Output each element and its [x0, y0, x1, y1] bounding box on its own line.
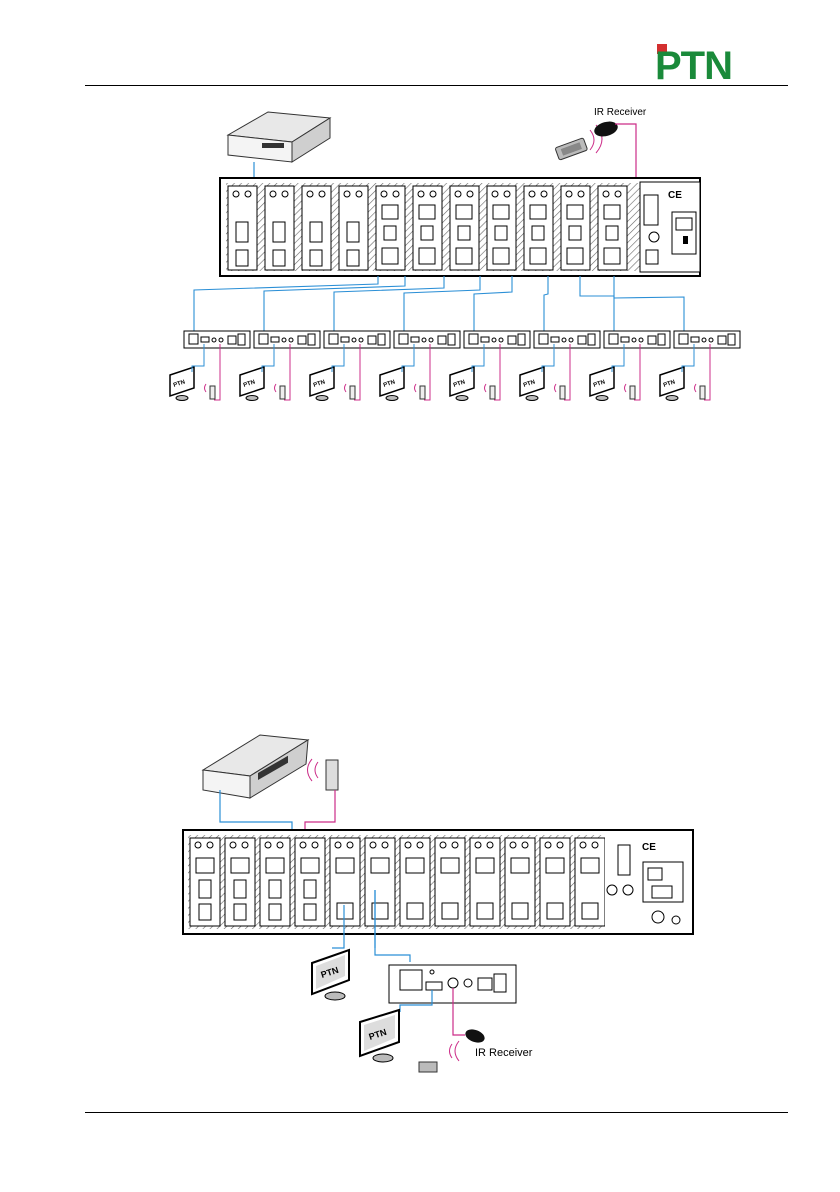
- io-card: [228, 186, 257, 270]
- io-card: [295, 838, 325, 926]
- io-card: [365, 838, 395, 926]
- hdbaset-receiver: PTN: [520, 276, 600, 401]
- tv-display-icon: PTN: [590, 367, 614, 401]
- matrix-chassis-top: CE: [220, 178, 700, 276]
- io-card: [575, 838, 605, 926]
- io-card: [598, 186, 627, 270]
- tv-display-icon: PTN: [170, 367, 194, 401]
- ir-remote-icon: [625, 384, 636, 399]
- io-card: [435, 838, 465, 926]
- io-card: [265, 186, 294, 270]
- dvd-player-icon: [203, 735, 308, 798]
- io-card: [524, 186, 553, 270]
- ir-remote-icon: [308, 759, 339, 790]
- ir-remote-icon: [205, 384, 216, 399]
- io-card: [339, 186, 368, 270]
- io-card: [561, 186, 590, 270]
- io-card: [400, 838, 430, 926]
- io-card: [413, 186, 442, 270]
- ir-remote-icon: [275, 384, 286, 399]
- ir-remote-icon: [555, 384, 566, 399]
- ce-mark-icon: CE: [642, 842, 656, 853]
- ir-remote-icon: [555, 138, 588, 160]
- rs232-port: [644, 195, 658, 225]
- tv-display-icon: PTN: [660, 367, 684, 401]
- tv-display-icon: PTN: [380, 367, 404, 401]
- hdbaset-receiver: PTN: [450, 276, 530, 401]
- ir-remote-icon: [695, 384, 706, 399]
- io-card: [260, 838, 290, 926]
- ir-receiver-label-bottom: IR Receiver: [475, 1047, 533, 1059]
- ir-remote-icon: [345, 384, 356, 399]
- io-card: [225, 838, 255, 926]
- tv-display-icon: PTN: [520, 367, 544, 401]
- io-card: [470, 838, 500, 926]
- io-card: [450, 186, 479, 270]
- ir-remote-icon: [419, 1041, 459, 1072]
- io-card: [540, 838, 570, 926]
- io-card: [190, 838, 220, 926]
- ir-receiver-label-top: IR Receiver: [594, 107, 647, 118]
- io-card: [487, 186, 516, 270]
- ir-in-port: [649, 232, 659, 242]
- io-card: [376, 186, 405, 270]
- tv-display-icon: PTN: [360, 1010, 399, 1062]
- ir-remote-icon: [485, 384, 496, 399]
- tv-display-icon: PTN: [312, 950, 349, 1000]
- io-card: [302, 186, 331, 270]
- matrix-chassis-bottom: CE: [183, 830, 693, 934]
- ce-mark-icon: CE: [668, 190, 682, 201]
- ir-receiver-icon: [464, 1027, 487, 1045]
- io-card: [330, 838, 360, 926]
- tv-display-icon: PTN: [450, 367, 474, 401]
- tv-display-icon: PTN: [310, 367, 334, 401]
- io-card: [505, 838, 535, 926]
- tv-display-icon: PTN: [240, 367, 264, 401]
- ir-remote-icon: [415, 384, 426, 399]
- dvd-player-icon: [228, 112, 330, 162]
